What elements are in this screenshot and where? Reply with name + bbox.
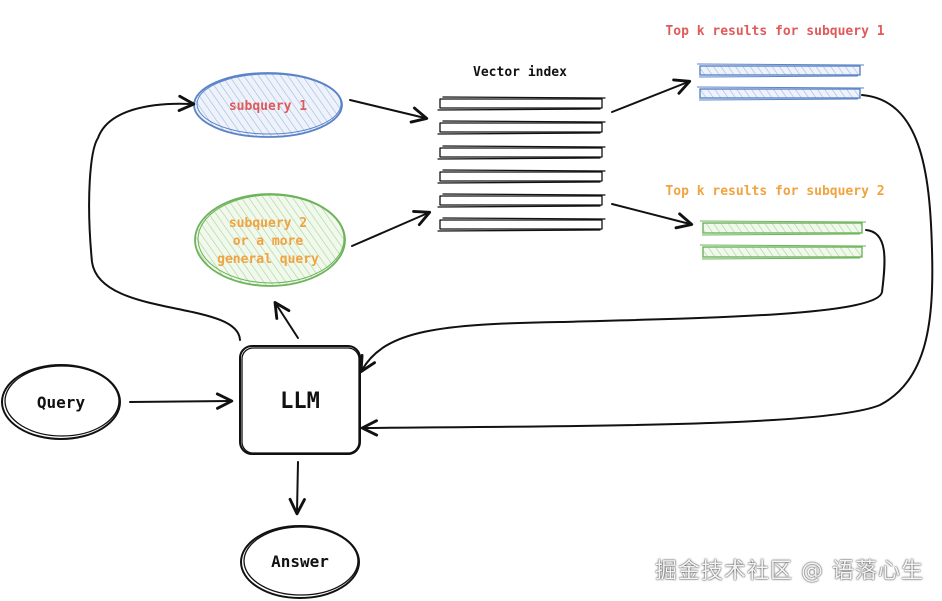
subquery2-ellipse — [194, 193, 346, 287]
subquery2-label-line1: subquery 2 — [229, 216, 307, 231]
subquery1-ellipse-stroke — [196, 73, 342, 135]
arrow-query-to-llm — [129, 392, 234, 410]
vector-index: Vector index — [437, 65, 606, 232]
arrow-index-to-topk2 — [611, 203, 694, 230]
answer-ellipse-stroke — [243, 526, 359, 596]
query-ellipse — [1, 364, 121, 440]
query-label: Query — [37, 393, 86, 412]
subquery1-label: subquery 1 — [229, 99, 307, 114]
topk1-label: Top k results for subquery 1 — [665, 24, 884, 39]
arrow-llm-to-subquery2 — [273, 301, 299, 339]
answer-node: Answer — [240, 525, 360, 599]
subquery2-label-line2: or a more — [233, 234, 304, 249]
topk2-result-bar — [699, 244, 867, 260]
vector-index-row — [437, 193, 606, 208]
llm-node: LLM — [239, 345, 361, 455]
subquery2-node: subquery 2 or a more general query — [194, 193, 346, 287]
query-ellipse-stroke — [4, 365, 120, 437]
arrow-index-to-topk1 — [611, 78, 692, 113]
answer-label: Answer — [271, 552, 329, 571]
answer-ellipse — [240, 525, 360, 599]
arrow-topk1-to-llm — [360, 94, 934, 437]
vector-index-row — [437, 217, 606, 232]
llm-box — [239, 345, 361, 455]
query-node: Query — [1, 364, 121, 440]
topk2-group: Top k results for subquery 2 — [665, 184, 885, 260]
vector-index-label: Vector index — [473, 65, 567, 80]
vector-index-row — [437, 96, 606, 111]
topk1-result-bar — [696, 63, 865, 78]
arrow-llm-to-subquery1 — [88, 94, 241, 341]
watermark: 掘金技术社区 @ 语落心生 — [655, 559, 924, 584]
arrow-subquery1-to-index — [349, 99, 429, 124]
arrow-subquery2-to-index — [351, 209, 432, 247]
subquery1-node: subquery 1 — [193, 72, 343, 138]
arrow-llm-to-answer — [288, 461, 306, 516]
vector-index-row — [437, 145, 606, 160]
subquery2-label-line3: general query — [217, 252, 319, 267]
vector-index-row — [437, 120, 606, 135]
topk2-result-bar — [699, 220, 867, 236]
topk1-result-bar — [696, 86, 865, 101]
topk1-group: Top k results for subquery 1 — [665, 24, 885, 101]
llm-box-stroke — [241, 347, 360, 454]
arrow-topk2-to-llm — [359, 229, 886, 373]
topk2-label: Top k results for subquery 2 — [665, 184, 884, 199]
vector-index-row — [437, 169, 606, 184]
llm-label: LLM — [280, 389, 320, 414]
subquery2-ellipse-stroke — [197, 194, 345, 284]
